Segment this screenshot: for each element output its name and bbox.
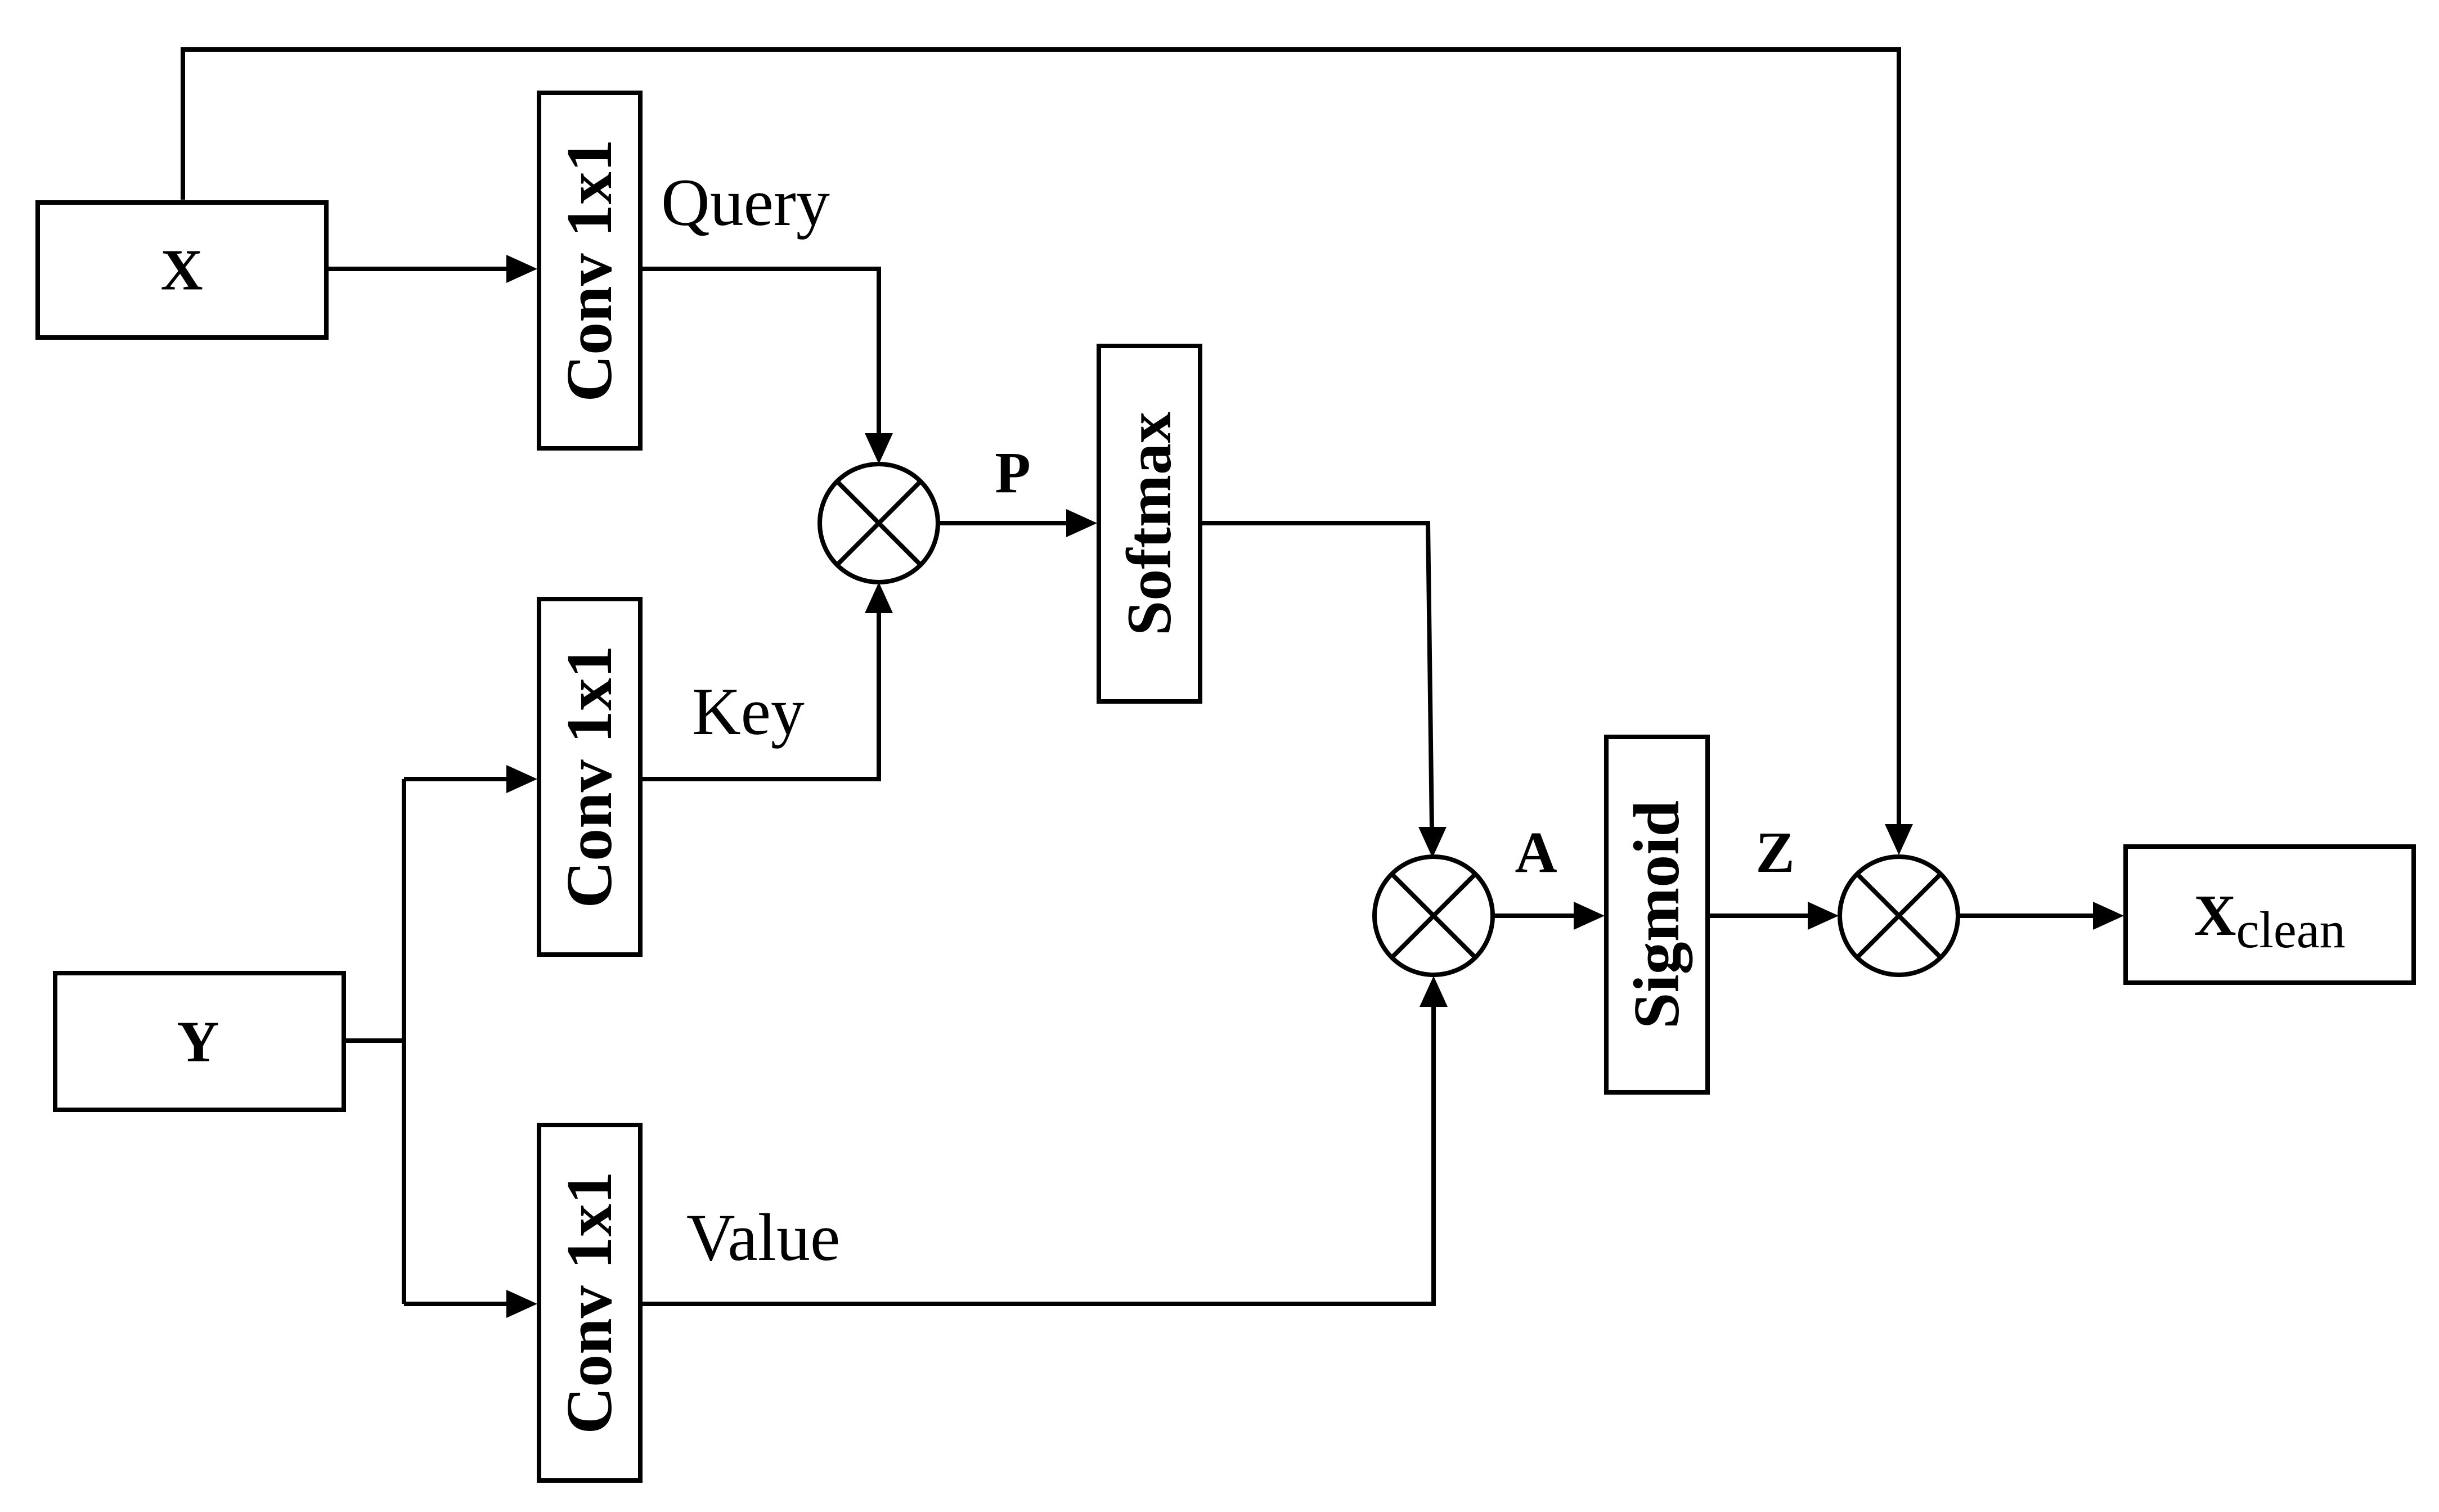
multiply-operator-3 bbox=[1838, 854, 1960, 977]
output-arrowhead bbox=[2093, 902, 2124, 930]
value-label: Value bbox=[686, 1200, 840, 1275]
conv-value-node: Conv 1x1 bbox=[537, 1123, 643, 1483]
z-arrowhead bbox=[1808, 902, 1839, 930]
sigmoid-label: Sigmoid bbox=[1621, 800, 1693, 1029]
value-wire bbox=[641, 1004, 1436, 1306]
x-to-conv-query-arrowhead bbox=[506, 255, 537, 283]
conv-query-label: Conv 1x1 bbox=[554, 139, 626, 402]
query-arrowhead bbox=[865, 433, 893, 464]
skip-connection-arrowhead bbox=[1885, 824, 1913, 855]
multiply-operator-2 bbox=[1372, 854, 1495, 977]
output-node: Xclean bbox=[2123, 844, 2416, 985]
p-arrowhead bbox=[1066, 509, 1097, 537]
output-label-subscript: clean bbox=[2236, 901, 2346, 958]
conv-value-label: Conv 1x1 bbox=[554, 1171, 626, 1434]
softmax-node: Softmax bbox=[1097, 344, 1202, 704]
key-label: Key bbox=[692, 674, 805, 749]
conv-key-label: Conv 1x1 bbox=[554, 645, 626, 908]
softmax-label: Softmax bbox=[1115, 412, 1184, 636]
p-label: P bbox=[995, 440, 1031, 505]
y-to-conv-key-arrowhead bbox=[506, 765, 537, 793]
key-arrowhead bbox=[865, 582, 893, 613]
conv-query-node: Conv 1x1 bbox=[537, 91, 643, 451]
x-input-label: X bbox=[160, 238, 203, 303]
query-wire bbox=[641, 267, 881, 436]
y-input-node: Y bbox=[53, 971, 346, 1112]
conv-key-node: Conv 1x1 bbox=[537, 597, 643, 957]
softmax-to-multiply-arrowhead bbox=[1418, 827, 1447, 858]
z-label: Z bbox=[1755, 820, 1794, 885]
multiply-operator-1 bbox=[818, 462, 940, 584]
a-label: A bbox=[1515, 820, 1557, 885]
skip-connection-wire bbox=[181, 47, 1901, 827]
y-to-conv-value-arrowhead bbox=[506, 1290, 537, 1318]
query-label: Query bbox=[661, 165, 830, 240]
softmax-to-multiply-wire bbox=[1200, 521, 1434, 830]
key-wire bbox=[641, 610, 881, 781]
output-label: Xclean bbox=[2194, 883, 2345, 958]
a-arrowhead bbox=[1574, 902, 1605, 930]
x-input-node: X bbox=[35, 200, 329, 340]
value-arrowhead bbox=[1420, 976, 1448, 1007]
sigmoid-node: Sigmoid bbox=[1604, 735, 1710, 1095]
output-label-main: X bbox=[2194, 883, 2236, 948]
y-input-label: Y bbox=[177, 1010, 219, 1074]
